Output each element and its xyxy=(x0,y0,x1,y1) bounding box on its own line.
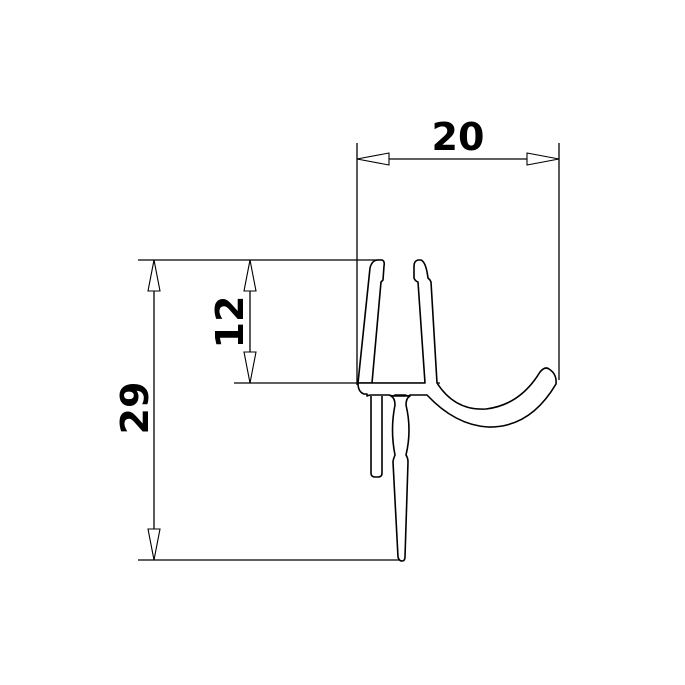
base-and-hook xyxy=(357,259,557,428)
arrowhead-up-icon xyxy=(147,259,161,292)
arrowhead-up-icon xyxy=(243,259,257,292)
dimension-width: 20 xyxy=(356,115,560,385)
short-leg xyxy=(370,396,383,478)
long-stem xyxy=(390,395,411,562)
arrowhead-left-icon xyxy=(356,152,390,166)
arrowhead-down-icon xyxy=(147,528,161,561)
left-flange xyxy=(357,259,386,384)
dimension-label-depth: 12 xyxy=(208,296,252,349)
dimension-inner-depth: 12 xyxy=(208,259,440,384)
seal-profile xyxy=(357,259,557,562)
arrowhead-right-icon xyxy=(526,152,560,166)
dimension-label-height: 29 xyxy=(113,382,157,435)
arrowhead-down-icon xyxy=(243,351,257,384)
dimension-label-width: 20 xyxy=(432,115,485,159)
dimension-total-height: 29 xyxy=(113,259,400,561)
